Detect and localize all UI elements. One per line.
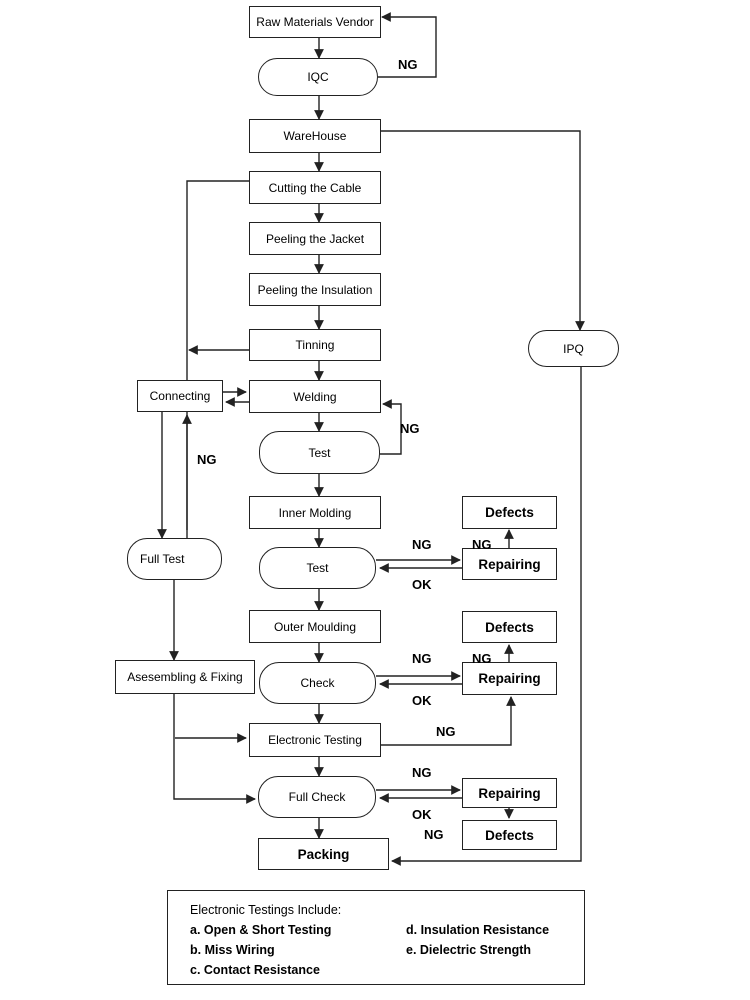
node-defects-1: Defects bbox=[462, 496, 557, 529]
node-defects-3: Defects bbox=[462, 820, 557, 850]
label-ng-welding-test: NG bbox=[400, 421, 420, 436]
node-repairing-3: Repairing bbox=[462, 778, 557, 808]
label-ng-repair-defects-3: NG bbox=[424, 827, 444, 842]
label-ng-full-check-repair: NG bbox=[412, 765, 432, 780]
label-ng-repair-defects-2: NG bbox=[472, 651, 492, 666]
node-assembling-and-fixing: Asesembling & Fixing bbox=[115, 660, 255, 694]
node-repairing-1: Repairing bbox=[462, 548, 557, 580]
node-inner-molding: Inner Molding bbox=[249, 496, 381, 529]
legend-item-c: c. Contact Resistance bbox=[190, 963, 320, 977]
legend-item-a: a. Open & Short Testing bbox=[190, 923, 332, 937]
label-ng-repair-defects-1: NG bbox=[472, 537, 492, 552]
legend-item-b: b. Miss Wiring bbox=[190, 943, 275, 957]
node-cutting-the-cable: Cutting the Cable bbox=[249, 171, 381, 204]
node-peeling-the-insulation: Peeling the Insulation bbox=[249, 273, 381, 306]
node-raw-materials-vendor: Raw Materials Vendor bbox=[249, 6, 381, 38]
label-ng-electronic-testing: NG bbox=[436, 724, 456, 739]
node-welding: Welding bbox=[249, 380, 381, 413]
legend-item-e: e. Dielectric Strength bbox=[406, 943, 532, 957]
node-full-test: Full Test bbox=[127, 538, 222, 580]
node-test-1: Test bbox=[259, 431, 380, 474]
node-tinning: Tinning bbox=[249, 329, 381, 361]
label-ok-test-repair: OK bbox=[412, 577, 432, 592]
label-ng-check-repair: NG bbox=[412, 651, 432, 666]
node-connecting: Connecting bbox=[137, 380, 223, 412]
node-outer-moulding: Outer Moulding bbox=[249, 610, 381, 643]
label-ok-full-check-repair: OK bbox=[412, 807, 432, 822]
node-peeling-the-jacket: Peeling the Jacket bbox=[249, 222, 381, 255]
node-full-check: Full Check bbox=[258, 776, 376, 818]
node-check: Check bbox=[259, 662, 376, 704]
node-ipq: IPQ bbox=[528, 330, 619, 367]
label-ng-test-repair: NG bbox=[412, 537, 432, 552]
label-ng-iqc: NG bbox=[398, 57, 418, 72]
label-ng-full-test: NG bbox=[197, 452, 217, 467]
node-defects-2: Defects bbox=[462, 611, 557, 643]
legend-title: Electronic Testings Include: bbox=[190, 903, 342, 917]
legend-electronic-testings: Electronic Testings Include: a. Open & S… bbox=[167, 890, 585, 985]
label-ok-check-repair: OK bbox=[412, 693, 432, 708]
node-test-2: Test bbox=[259, 547, 376, 589]
node-repairing-2: Repairing bbox=[462, 662, 557, 695]
node-packing: Packing bbox=[258, 838, 389, 870]
legend-item-d: d. Insulation Resistance bbox=[406, 923, 550, 937]
node-iqc: IQC bbox=[258, 58, 378, 96]
node-electronic-testing: Electronic Testing bbox=[249, 723, 381, 757]
node-warehouse: WareHouse bbox=[249, 119, 381, 153]
